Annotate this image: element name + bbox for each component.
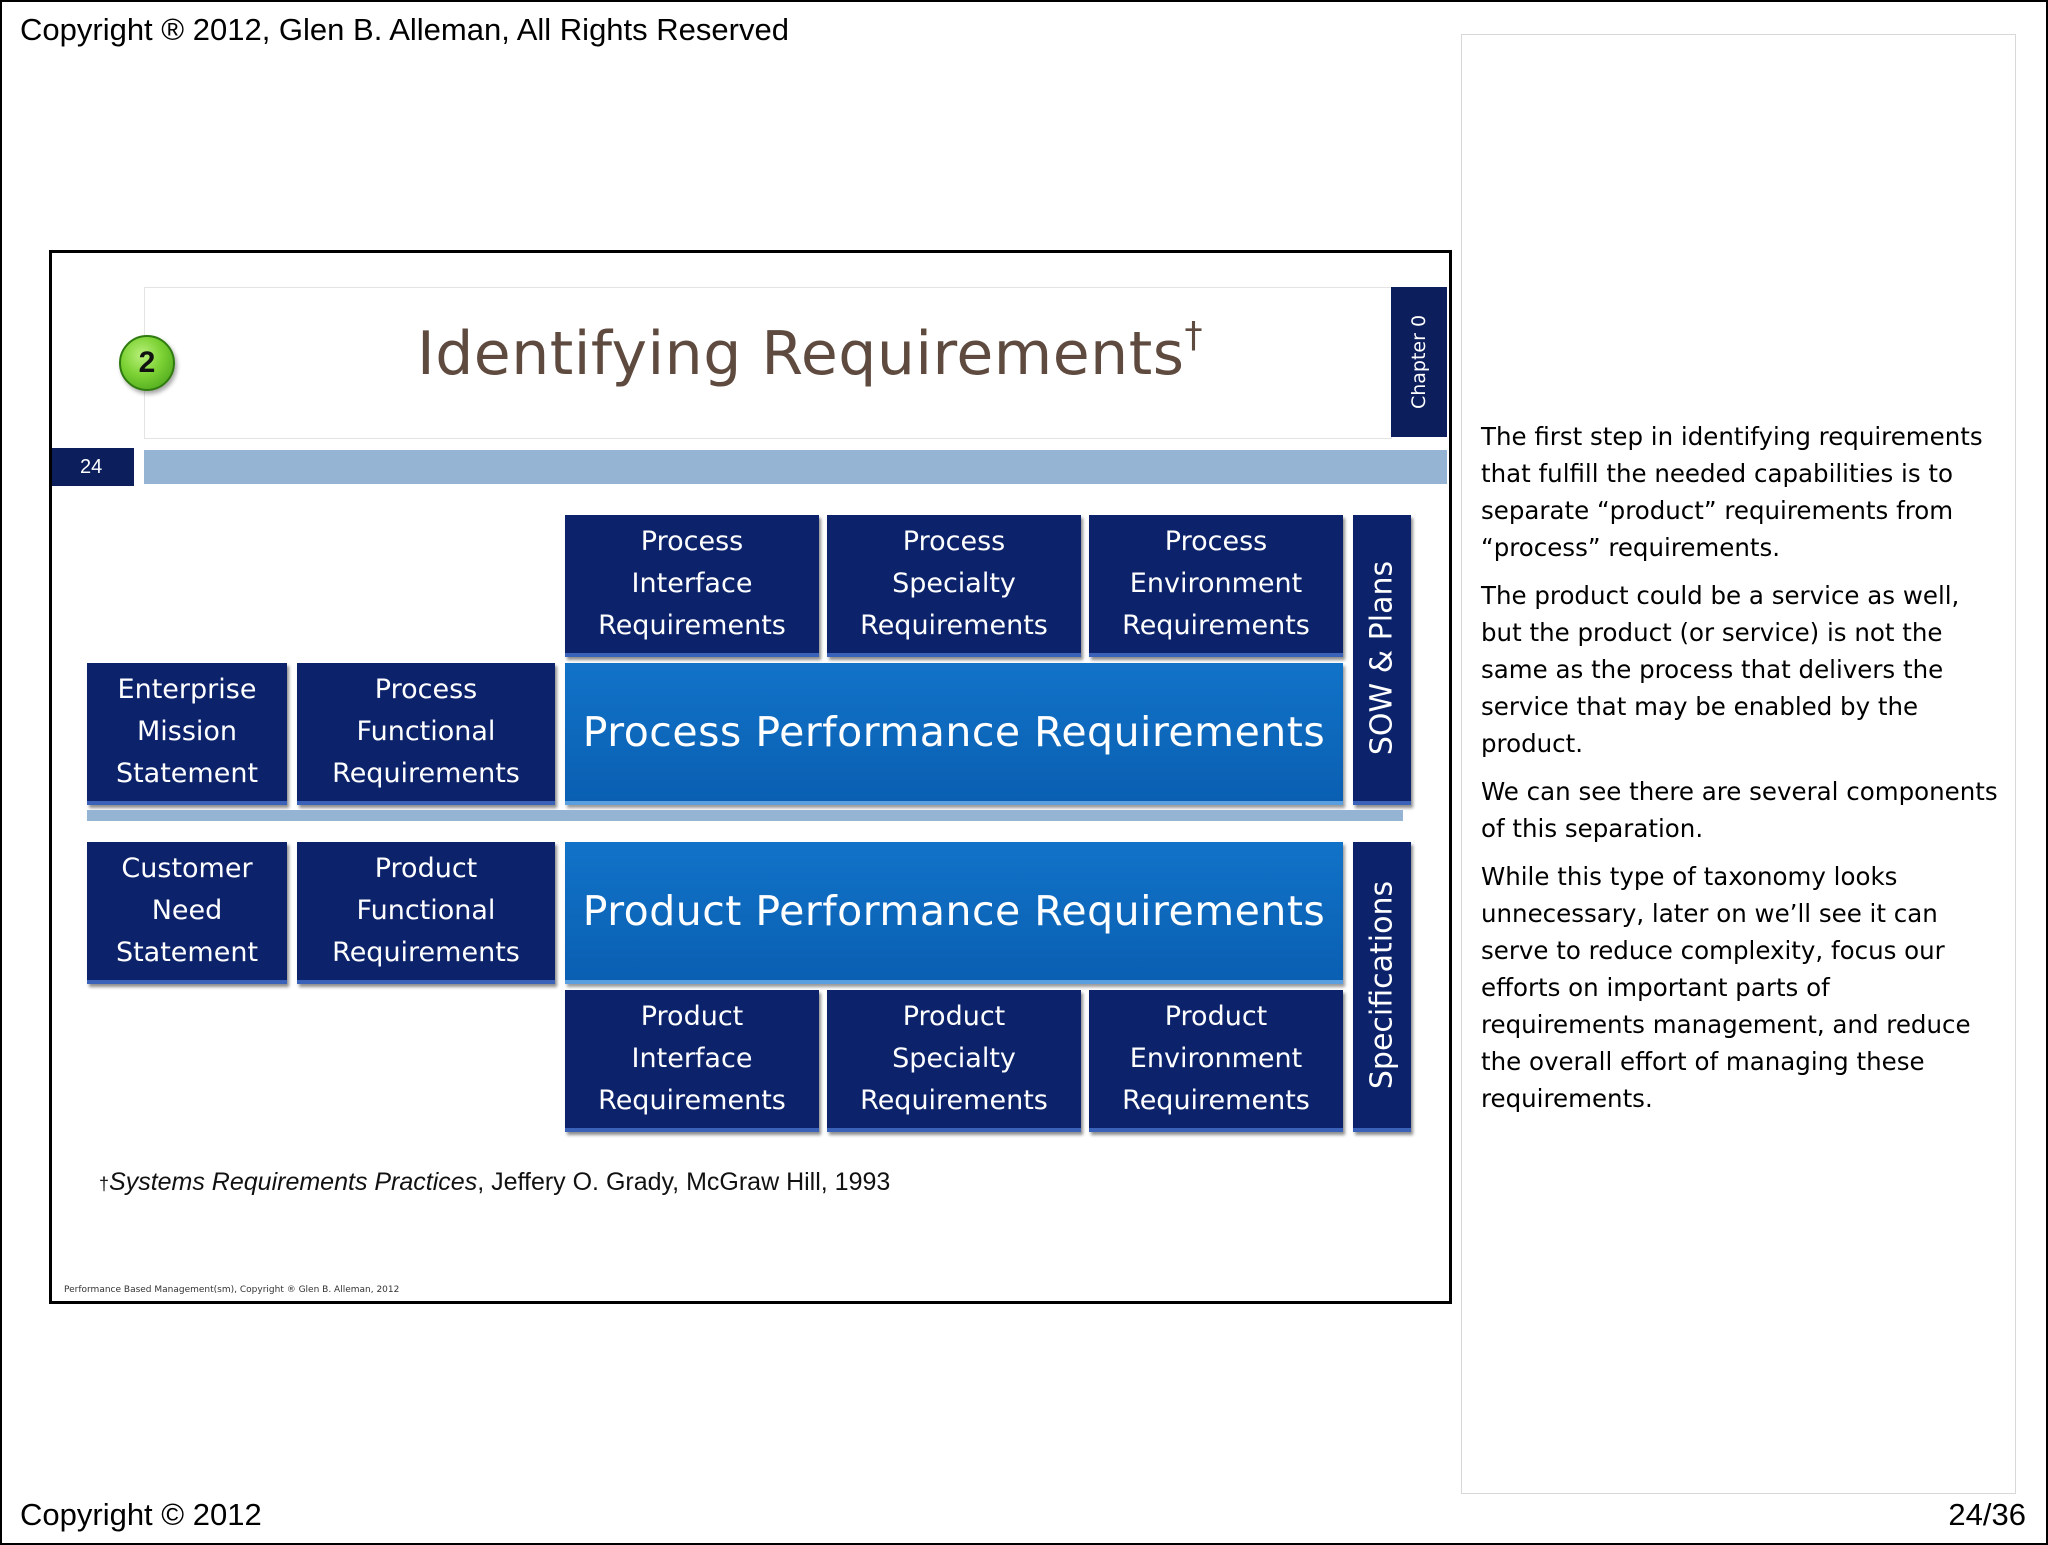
box-line: Mission	[136, 716, 238, 747]
box-line: Product	[374, 853, 478, 884]
box-line: Process	[374, 674, 478, 705]
box-line: Functional	[356, 716, 496, 747]
chapter-label: Chapter 0	[1408, 314, 1430, 410]
page-number: 24/36	[1948, 1497, 2026, 1532]
box-line: Process	[902, 526, 1006, 557]
box-line: Specialty	[892, 568, 1016, 599]
box-line: Requirements	[1122, 1085, 1310, 1116]
box-line: Statement	[115, 937, 259, 968]
box-line: Environment	[1129, 1043, 1303, 1074]
notes-paragraph: The first step in identifying requiremen…	[1481, 422, 1983, 562]
reference-citation: †Systems Requirements Practices, Jeffery…	[99, 1168, 890, 1197]
slide-number: 24	[52, 448, 134, 486]
section-divider	[87, 810, 1403, 821]
box-line: Requirements	[860, 610, 1048, 641]
box-line: Interface	[631, 568, 753, 599]
slide-title-text: Identifying Requirements	[417, 319, 1185, 389]
chapter-tab: Chapter 0	[1391, 287, 1447, 437]
specifications-tab: Specifications	[1353, 842, 1411, 1132]
title-box	[144, 287, 1392, 439]
box-line: Requirements	[598, 610, 786, 641]
box-line: Product	[1164, 1001, 1268, 1032]
reference-title: Systems Requirements Practices	[109, 1168, 478, 1196]
notes-paragraph: While this type of taxonomy looks unnece…	[1481, 862, 1971, 1113]
box-line: Statement	[115, 758, 259, 789]
slide-title: Identifying Requirements†	[417, 315, 1203, 389]
notes-text: The first step in identifying requiremen…	[1481, 418, 2001, 1128]
box-line: Process	[640, 526, 744, 557]
reference-details: , Jeffery O. Grady, McGraw Hill, 1993	[477, 1168, 891, 1196]
process-performance-box: Process Performance Requirements	[565, 663, 1343, 805]
product-performance-box: Product Performance Requirements	[565, 842, 1343, 984]
header-copyright: Copyright ® 2012, Glen B. Alleman, All R…	[20, 12, 789, 47]
notes-paragraph: We can see there are several components …	[1481, 777, 1998, 843]
specifications-label: Specifications	[1364, 880, 1400, 1090]
box-line: Product	[640, 1001, 744, 1032]
box-line: Requirements	[860, 1085, 1048, 1116]
sow-plans-label: SOW & Plans	[1364, 560, 1400, 756]
box-line: Need	[151, 895, 223, 926]
box-line: Requirements	[332, 937, 520, 968]
footer-copyright: Copyright © 2012	[20, 1497, 262, 1532]
step-badge: 2	[119, 335, 175, 391]
box-line: Product	[902, 1001, 1006, 1032]
reference-dagger: †	[99, 1174, 110, 1194]
box-line: Process	[1164, 526, 1268, 557]
box-line: Environment	[1129, 568, 1303, 599]
box-line: Enterprise	[117, 674, 257, 705]
title-rule-bar	[144, 450, 1447, 484]
box-line: Requirements	[332, 758, 520, 789]
slide: 2 Identifying Requirements† Chapter 0 24…	[49, 250, 1452, 1304]
box-line: Requirements	[598, 1085, 786, 1116]
notes-panel	[1461, 34, 2016, 1494]
box-line: Customer	[121, 853, 253, 884]
slide-footer: Performance Based Management(sm), Copyri…	[64, 1285, 400, 1295]
sow-plans-tab: SOW & Plans	[1353, 515, 1411, 805]
box-line: Specialty	[892, 1043, 1016, 1074]
box-line: Requirements	[1122, 610, 1310, 641]
box-line: Functional	[356, 895, 496, 926]
box-line: Interface	[631, 1043, 753, 1074]
notes-paragraph: The product could be a service as well, …	[1481, 581, 1960, 758]
title-dagger: †	[1184, 315, 1203, 356]
